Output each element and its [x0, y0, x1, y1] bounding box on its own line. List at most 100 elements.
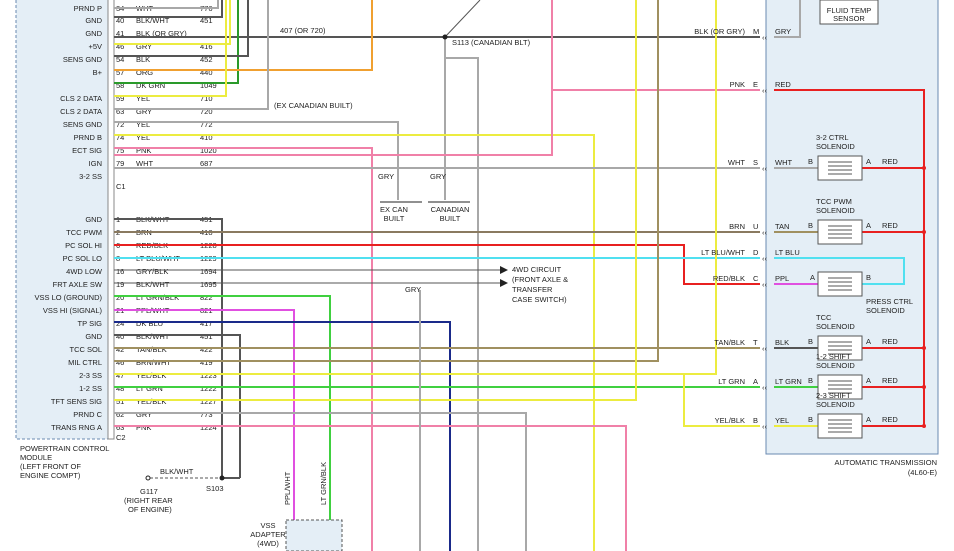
wire-gry-46 [114, 0, 231, 45]
arrow-4wd-1 [500, 266, 508, 274]
pcm-pin-label: TFT SENS SIG [51, 397, 102, 406]
pcm-circuit-number: 452 [200, 55, 213, 64]
wires [114, 0, 925, 551]
pcm-pin-label: TRANS RNG A [51, 423, 102, 432]
pcm-circuit-number: 773 [200, 410, 213, 419]
wire-gry-62 [114, 412, 527, 551]
solenoid-name: SOLENOID [816, 206, 855, 215]
wire-blk-54 [114, 0, 249, 57]
pcm-wire-color: BLK/WHT [136, 16, 170, 25]
pcm-pin-label: GND [85, 29, 102, 38]
solenoid-name: SOLENOID [816, 322, 855, 331]
solenoid-out-color: RED [882, 157, 898, 166]
wire-wht-34 [114, 0, 219, 9]
pcm-pin-label: TP SIG [78, 319, 103, 328]
wire-tr-gry [774, 0, 801, 38]
pcm-pin-number: 72 [116, 120, 124, 129]
pcm-circuit-number: 710 [200, 94, 213, 103]
solenoid-pin-a: A [810, 273, 815, 282]
g117-3: OF ENGINE) [128, 505, 172, 514]
connector-chevron: ‹‹ [762, 164, 767, 173]
trans-inside-color: BLK [775, 338, 789, 347]
ex-canadian-label: (EX CANADIAN BUILT) [274, 101, 353, 110]
pcm-pin-number: 47 [116, 371, 124, 380]
solenoid-pin-b: B [866, 273, 871, 282]
pcm-wire-color: WHT [136, 159, 153, 168]
pcm-circuit-number: 440 [200, 68, 213, 77]
pcm-caption-3: (LEFT FRONT OF [20, 462, 81, 471]
pcm-pin-label: 4WD LOW [66, 267, 103, 276]
pcm-wire-color: LT GRN/BLK [136, 293, 179, 302]
solenoid-name: SOLENOID [816, 142, 855, 151]
solenoid-pin-b: B [808, 415, 813, 424]
solenoid-pin-a: A [866, 415, 871, 424]
trans-wire-color: BLK (OR GRY) [694, 27, 745, 36]
solenoid-pin-b: B [808, 337, 813, 346]
trans-caption-2: (4L60-E) [908, 468, 938, 477]
dot-red-3 [922, 346, 926, 350]
pcm-pin-number: 57 [116, 68, 124, 77]
pcm-circuit-number: 1222 [200, 384, 217, 393]
pcm-pin-number: 51 [116, 397, 124, 406]
pcm-wire-color: GRY [136, 107, 152, 116]
solenoid-body [817, 374, 863, 400]
pcm-pin-number: 41 [116, 29, 124, 38]
solenoid-name: SOLENOID [816, 400, 855, 409]
trans-inside-color: LT GRN [775, 377, 802, 386]
pcm-wire-color: GRY [136, 410, 152, 419]
trans-caption-1: AUTOMATIC TRANSMISSION [834, 458, 937, 467]
wire-s113-up [444, 0, 481, 38]
gry-lower-label: GRY [405, 285, 421, 294]
solenoid-out-color: RED [882, 415, 898, 424]
pcm-pin-label: B+ [93, 68, 103, 77]
pcm-pin-number: C2 [116, 433, 126, 442]
fourwd-3: TRANSFER [512, 285, 553, 294]
s103-label: S103 [206, 484, 224, 493]
pcm-pin-label: IGN [89, 159, 102, 168]
pcm-circuit-number: 687 [200, 159, 213, 168]
pcm-pin-number: 48 [116, 384, 124, 393]
solenoid-name: PRESS CTRL [866, 297, 913, 306]
pcm-pin-number: 19 [116, 280, 124, 289]
trans-pin-letter: D [753, 248, 759, 257]
pcm-circuit-number: 1694 [200, 267, 217, 276]
pcm-wire-color: PNK [136, 146, 151, 155]
pcm-circuit-number: 1224 [200, 423, 217, 432]
ground-g117 [145, 475, 151, 481]
solenoid-pin-a: A [866, 221, 871, 230]
pcm-wire-color: YEL [136, 133, 150, 142]
pcm-wire-color: YEL [136, 120, 150, 129]
g117-2: (RIGHT REAR [124, 496, 173, 505]
connector-chevron: ‹‹ [762, 33, 767, 42]
pcm-pin-label: GND [85, 16, 102, 25]
s103-wire-label: BLK/WHT [160, 467, 194, 476]
wire-redblk-6-c [114, 244, 760, 285]
dot-red-4 [922, 385, 926, 389]
solenoid-pin-a: A [866, 337, 871, 346]
pcm-circuit-number: 1223 [200, 371, 217, 380]
vss-wire-left: PPL/WHT [283, 471, 292, 505]
splice-s103 [219, 475, 225, 481]
pcm-wire-color: GRY [136, 42, 152, 51]
pcm-wire-color: DK BLU [136, 319, 163, 328]
pcm-pin-number: 74 [116, 133, 124, 142]
pcm-pin-label: PC SOL HI [65, 241, 102, 250]
connector-chevron: ‹‹ [762, 383, 767, 392]
pcm-pin-number: 16 [116, 267, 124, 276]
solenoid-name: 2-3 SHIFT [816, 391, 851, 400]
pcm-pin-label: FRT AXLE SW [53, 280, 103, 289]
pcm-caption-2: MODULE [20, 453, 52, 462]
pcm-pin-label: SENS GND [63, 120, 103, 129]
pcm-wire-color: PNK [136, 423, 151, 432]
trans-wire-color: WHT [728, 158, 745, 167]
trans-inside-color: RED [775, 80, 791, 89]
wire-dkgrn-58 [114, 0, 239, 84]
trans-pin-letter: S [753, 158, 758, 167]
pcm-wire-color: TAN/BLK [136, 345, 167, 354]
pcm-pin-number: 20 [116, 293, 124, 302]
pcm-circuit-number: 772 [200, 120, 213, 129]
pcm-pin-number: 46 [116, 358, 124, 367]
pcm-wire-color: BRN/WHT [136, 358, 171, 367]
